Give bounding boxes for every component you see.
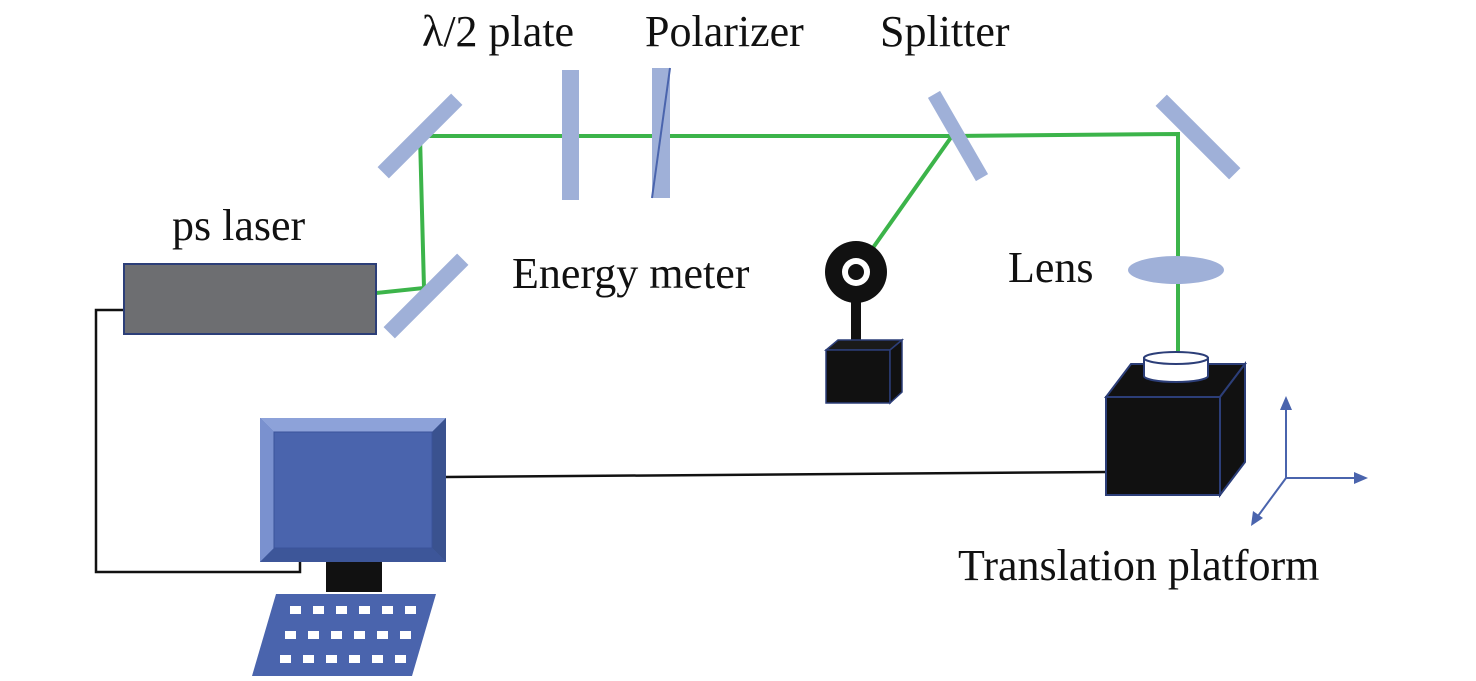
keyboard-keys bbox=[280, 606, 416, 663]
axis-z-arrow bbox=[1280, 396, 1292, 410]
beam-splitter bbox=[927, 90, 989, 182]
polarizer bbox=[651, 67, 671, 199]
monitor-bevel-left bbox=[260, 418, 274, 562]
energy-meter-base-top bbox=[823, 339, 905, 351]
platform-side-face bbox=[1219, 361, 1246, 498]
mirror-top-left bbox=[377, 93, 463, 179]
mirror-top-right bbox=[1155, 94, 1241, 180]
translation-platform bbox=[1103, 351, 1248, 498]
mirrors bbox=[377, 93, 1241, 339]
platform-front-face bbox=[1105, 396, 1221, 496]
label-splitter: Splitter bbox=[880, 7, 1010, 56]
ps-laser-body bbox=[123, 263, 377, 335]
monitor-screen bbox=[273, 431, 433, 549]
monitor-bevel-right bbox=[432, 418, 446, 562]
axis-y bbox=[1257, 477, 1287, 517]
label-lens: Lens bbox=[1008, 243, 1094, 292]
coordinate-axes bbox=[1251, 396, 1368, 526]
sample-holder-top bbox=[1143, 351, 1209, 365]
axis-x-arrow bbox=[1354, 472, 1368, 484]
polarizer-axis-line bbox=[651, 67, 671, 199]
label-translation-platform: Translation platform bbox=[958, 541, 1319, 590]
label-polarizer: Polarizer bbox=[645, 7, 804, 56]
computer bbox=[252, 418, 446, 676]
half-wave-plate bbox=[562, 70, 579, 200]
label-energy-meter: Energy meter bbox=[512, 249, 750, 298]
label-half-wave-plate: λ/2 plate bbox=[422, 7, 574, 56]
energy-meter bbox=[823, 241, 905, 405]
axis-y-arrow bbox=[1251, 511, 1263, 526]
energy-meter-stand bbox=[851, 300, 861, 350]
monitor-bevel-bottom bbox=[260, 548, 446, 562]
laser-to-computer-cable bbox=[94, 308, 302, 574]
computer-to-platform-cable bbox=[445, 470, 1107, 479]
energy-meter-base-side bbox=[889, 338, 903, 405]
beam-to-energy-meter bbox=[868, 134, 954, 254]
mirror-bottom-left bbox=[383, 253, 469, 339]
keyboard bbox=[252, 594, 436, 676]
lens bbox=[1128, 256, 1224, 284]
monitor-stand bbox=[326, 562, 382, 592]
cables bbox=[94, 308, 1107, 574]
energy-meter-base-front bbox=[825, 349, 891, 404]
energy-meter-aperture-core bbox=[848, 264, 864, 280]
laser-beam bbox=[375, 131, 1180, 352]
label-ps-laser: ps laser bbox=[172, 201, 306, 250]
beam-main-path bbox=[375, 131, 1180, 352]
monitor-bevel-top bbox=[260, 418, 446, 432]
